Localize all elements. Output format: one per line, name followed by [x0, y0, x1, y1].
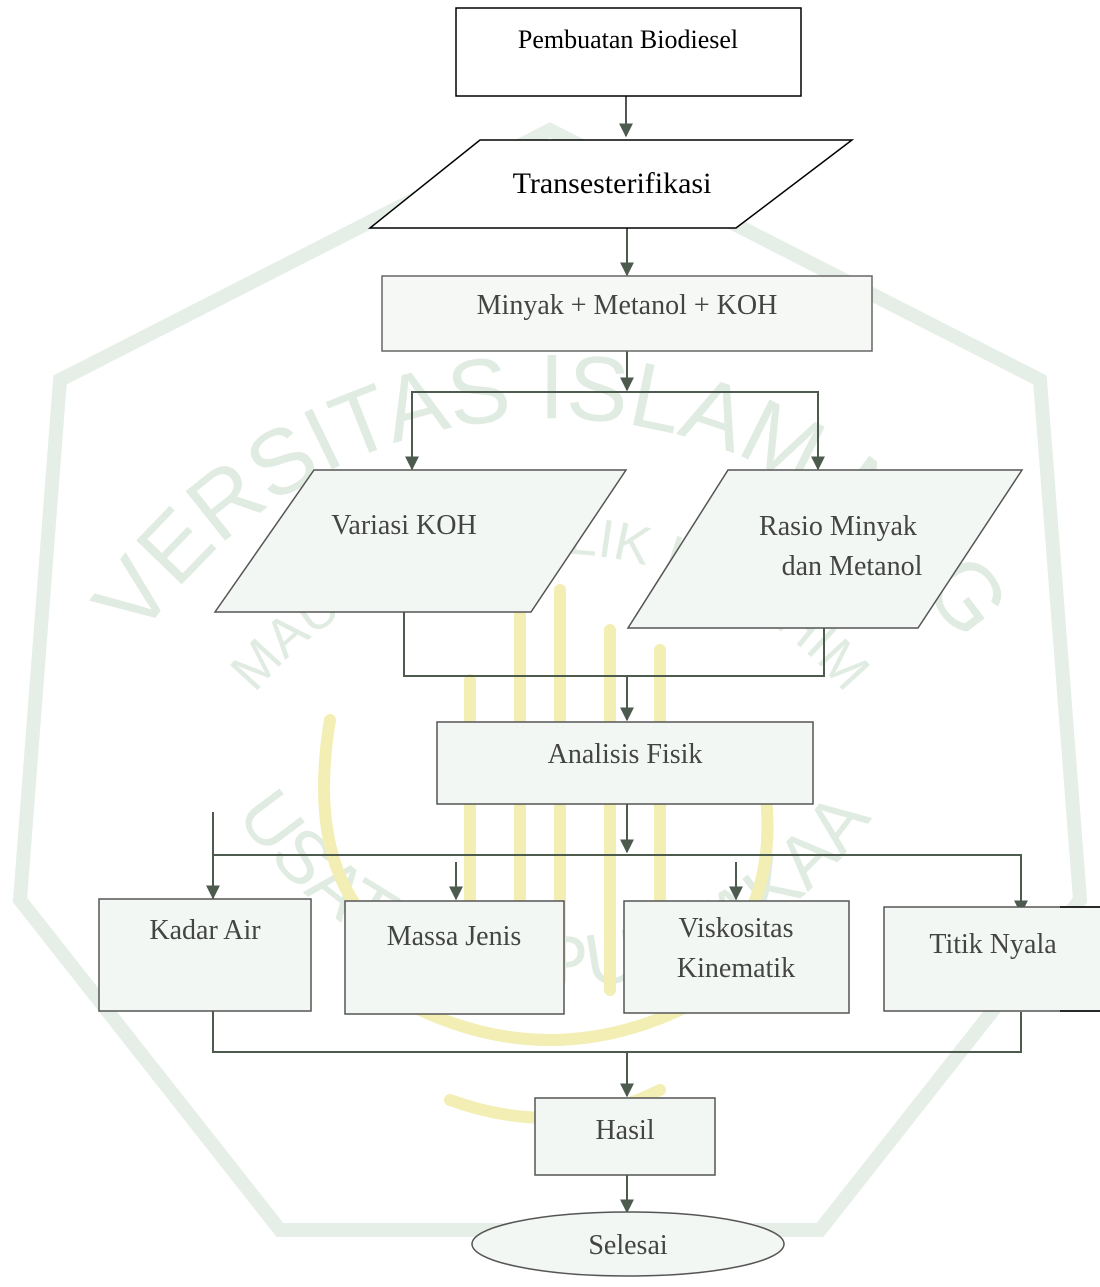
titik-nyala-label: Titik Nyala — [929, 929, 1057, 960]
connectors — [206, 96, 1028, 1214]
node-start: Pembuatan Biodiesel — [455, 7, 802, 97]
node-analisis: Analisis Fisik — [436, 721, 814, 805]
analisis-label: Analisis Fisik — [548, 739, 703, 770]
selesai-label: Selesai — [588, 1230, 668, 1261]
node-mixture: Minyak + Metanol + KOH — [381, 275, 873, 352]
node-rasio: Rasio Minyak dan Metanol — [626, 469, 1024, 629]
split-connector-top — [411, 391, 819, 468]
node-selesai: Selesai — [471, 1211, 785, 1277]
node-massa-jenis: Massa Jenis — [344, 900, 565, 1015]
kadar-air-label: Kadar Air — [149, 915, 261, 946]
start-label: Pembuatan Biodiesel — [518, 25, 738, 54]
node-hasil: Hasil — [534, 1097, 716, 1176]
rasio-line2: dan Metanol — [782, 551, 923, 582]
node-kadar-air: Kadar Air — [98, 898, 312, 1012]
watermark-calligraphy — [318, 584, 774, 1124]
node-transesterifikasi: Transesterifikasi — [367, 139, 855, 229]
rasio-line1: Rasio Minyak — [759, 511, 917, 542]
massa-jenis-label: Massa Jenis — [387, 921, 522, 952]
hasil-label: Hasil — [595, 1115, 654, 1146]
mixture-label: Minyak + Metanol + KOH — [477, 290, 778, 321]
node-variasi-koh: Variasi KOH — [213, 469, 628, 613]
viskositas-line1: Viskositas — [679, 913, 794, 944]
node-titik-nyala: Titik Nyala — [883, 906, 1100, 1012]
viskositas-line2: Kinematik — [677, 953, 795, 984]
merge-connector-middle — [403, 612, 825, 677]
variasi-koh-label: Variasi KOH — [331, 510, 476, 541]
transesterifikasi-label: Transesterifikasi — [513, 167, 712, 200]
node-viskositas: Viskositas Kinematik — [623, 900, 850, 1014]
